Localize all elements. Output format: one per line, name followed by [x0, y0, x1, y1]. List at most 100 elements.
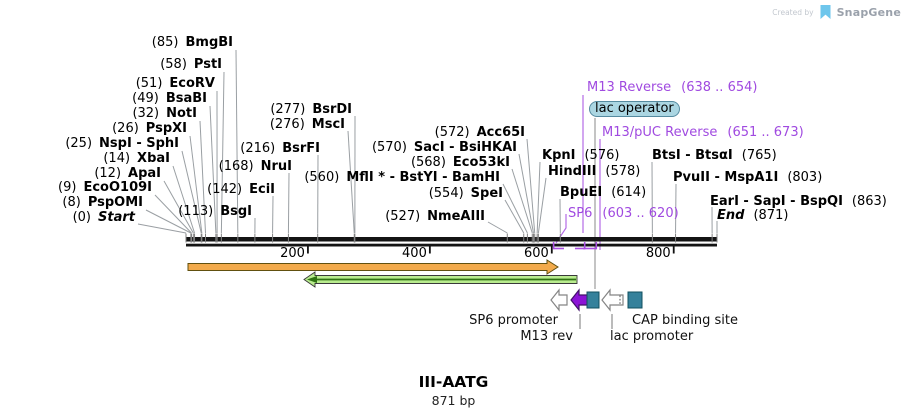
connector-line-PstI — [220, 71, 225, 234]
enzyme-label-PstI: (58) PstI — [160, 58, 222, 71]
cap-binding-site-box — [627, 291, 643, 309]
enzyme-position: (8) — [62, 195, 81, 210]
sequence-bar-top — [186, 237, 717, 242]
enzyme-label-MscI: (276)MscI — [270, 118, 345, 131]
connector-line-Start — [137, 223, 187, 234]
connector-line-Acc65I — [526, 138, 536, 234]
enzyme-position: (276) — [269, 117, 305, 132]
enzyme-name: BtsI - BtsαI — [652, 148, 733, 163]
connector-line-NmeAIII — [487, 221, 508, 234]
connector-line-ApaI — [163, 180, 194, 234]
enzyme-position: (765) — [741, 148, 777, 163]
enzyme-name: HindIII — [548, 164, 597, 179]
connector-line-PspOMI — [145, 209, 192, 234]
enzyme-position: (568) — [410, 155, 446, 170]
axis-tick-label-600: 600 — [523, 246, 549, 261]
enzyme-position: (803) — [787, 170, 823, 185]
enzyme-name: SacI - BsiHKAI — [413, 140, 517, 155]
enzyme-name: EciI — [249, 182, 275, 197]
enzyme-position: (560) — [304, 170, 340, 185]
enzyme-label-MflI-BstYI-BamHI: (560) MflI * - BstYI - BamHI — [304, 171, 500, 184]
enzyme-position: (25) — [65, 136, 93, 151]
enzyme-position: (527) — [385, 209, 421, 224]
enzyme-name: NspI - SphI — [99, 136, 179, 151]
enzyme-label-EcoRV: (51)EcoRV — [136, 77, 215, 90]
connector-line-HindIII — [537, 177, 547, 234]
primer-range: (638 .. 654) — [681, 80, 758, 95]
enzyme-name: NmeAIII — [427, 209, 485, 224]
enzyme-name: Eco53kI — [452, 155, 510, 170]
enzyme-position: (14) — [103, 151, 131, 166]
enzyme-position: (58) — [160, 57, 187, 72]
connector-line-BsaBI — [209, 105, 217, 234]
orange-forward-arrow — [187, 259, 559, 275]
enzyme-position: (49) — [132, 91, 159, 106]
snapgene-branding: Created by SnapGene — [772, 4, 901, 20]
enzyme-label-EarI-SapI-BspQI: EarI - SapI - BspQI(863) — [710, 195, 887, 208]
connector-line-EcoO109I — [154, 194, 192, 234]
enzyme-name: BsrFI — [282, 141, 320, 156]
enzyme-label-NotI: (32)NotI — [132, 107, 197, 120]
lac-operator-box — [586, 291, 600, 309]
enzyme-name: XbaI — [137, 151, 170, 166]
enzyme-name: PstI — [193, 57, 222, 72]
connector-line-KpnI — [536, 161, 541, 234]
enzyme-name: PspXI — [145, 121, 187, 136]
primer-range: (651 .. 673) — [727, 125, 804, 140]
lac-promoter-label: lac promoter — [610, 329, 694, 344]
axis-tick-600 — [550, 246, 553, 254]
connector-line-NruI — [287, 172, 290, 234]
primer-label-m13-puc-reverse: M13/pUC Reverse(651 .. 673) — [602, 126, 804, 139]
enzyme-name: ApaI — [128, 166, 161, 181]
enzyme-name: BsgI — [220, 204, 252, 219]
enzyme-label-EcoO109I: (9) EcoO109I — [58, 181, 152, 194]
enzyme-position: (9) — [58, 180, 77, 195]
primer-name: M13 Reverse — [587, 80, 672, 95]
green-reverse-arrow-head — [307, 276, 317, 283]
axis-tick-label-800: 800 — [645, 246, 671, 261]
enzyme-label-SacI-BsiHKAI: (570)SacI - BsiHKAI — [372, 141, 517, 154]
enzyme-label-NspI-SphI: (25) NspI - SphI — [65, 137, 179, 150]
axis-tick-label-200: 200 — [280, 246, 305, 261]
enzyme-label-BsrDI: (277)BsrDI — [270, 103, 352, 116]
connector-line-Eco53kI — [511, 168, 533, 234]
created-by-text: Created by — [772, 7, 814, 17]
enzyme-position: (85) — [151, 35, 179, 50]
connector-line-MscI — [347, 130, 355, 234]
enzyme-label-Acc65I: (572)Acc65I — [435, 126, 525, 139]
connector-line-MflI * - BstYI - BamHI — [502, 183, 528, 234]
enzyme-label-BtsI-Bts-I: BtsI - BtsαI (765) — [652, 149, 777, 162]
enzyme-label-PvuII-MspA1I: PvuII - MspA1I (803) — [673, 171, 822, 184]
enzyme-position: (12) — [94, 166, 122, 181]
enzyme-position: (26) — [112, 121, 139, 136]
primer-range: (603 .. 620) — [602, 206, 679, 221]
enzyme-label-BpuEI: BpuEI(614) — [560, 186, 646, 199]
connector-line-NspI - SphI — [181, 150, 202, 234]
connector-line-SacI - BsiHKAI — [518, 153, 534, 234]
enzyme-name: PvuII - MspA1I — [673, 170, 779, 185]
enzyme-label-PspOMI: (8)PspOMI — [62, 196, 143, 209]
enzyme-label-Start: (0)Start — [73, 211, 135, 224]
enzyme-name: SpeI — [470, 186, 503, 201]
enzyme-position: (168) — [218, 159, 254, 174]
m13-rev-label: M13 rev — [520, 329, 573, 344]
cap-binding-site-label: CAP binding site — [632, 313, 739, 328]
primer-label-m13-reverse: M13 Reverse (638 .. 654) — [587, 81, 757, 94]
enzyme-label-BmgBI: (85)BmgBI — [152, 36, 233, 49]
enzyme-position: (277) — [270, 102, 306, 117]
axis-tick-400 — [428, 246, 431, 254]
enzyme-position: (0) — [72, 210, 92, 225]
axis-tick-200 — [307, 246, 309, 254]
enzyme-name: BsaBI — [165, 91, 207, 106]
enzyme-name: EcoO109I — [83, 180, 152, 195]
enzyme-name: MflI * - BstYI - BamHI — [346, 170, 500, 185]
enzyme-position: (614) — [611, 185, 647, 200]
brand-name-text: SnapGene — [836, 5, 901, 19]
connector-line-XbaI — [172, 165, 196, 234]
enzyme-position: (51) — [135, 76, 163, 91]
primer-name: SP6 — [568, 206, 593, 221]
enzyme-position: (32) — [132, 106, 160, 121]
sequence-bar-bottom — [186, 243, 717, 247]
enzyme-label-BsgI: (113)BsgI — [178, 205, 252, 218]
